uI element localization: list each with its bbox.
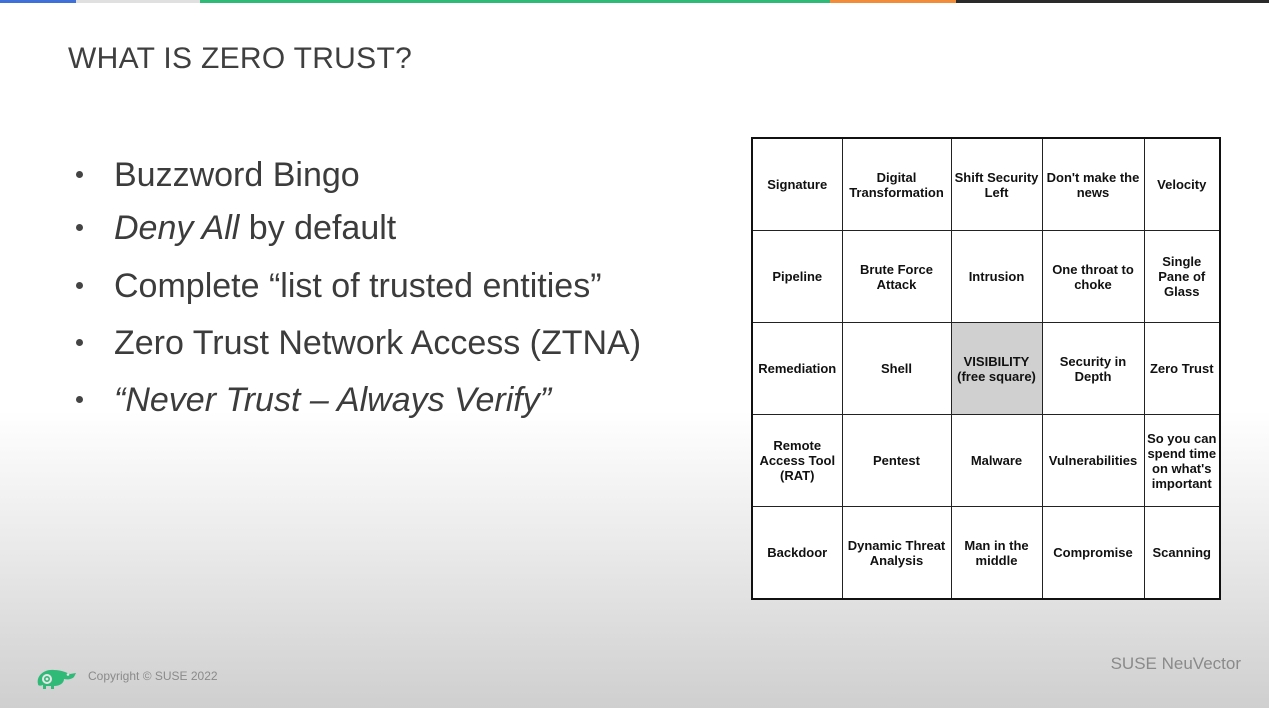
bingo-cell: Velocity xyxy=(1143,137,1221,231)
bullet-emphasis: Deny All xyxy=(114,209,240,247)
bullet-dot xyxy=(76,396,83,403)
top-accent-bar xyxy=(0,0,1269,3)
bingo-cell: Pipeline xyxy=(751,230,843,323)
bingo-cell: Malware xyxy=(950,414,1043,507)
bullet-item: Zero Trust Network Access (ZTNA) xyxy=(76,326,641,360)
suse-chameleon-logo-icon xyxy=(37,669,76,689)
bullet-dot xyxy=(76,282,83,289)
accent-orange xyxy=(830,0,956,3)
bullet-text: by default xyxy=(239,209,397,247)
bingo-cell: Backdoor xyxy=(751,506,843,600)
bullet-item: Buzzword Bingo xyxy=(76,158,641,192)
bingo-cell: Vulnerabilities xyxy=(1041,414,1145,507)
bullet-text: Buzzword Bingo xyxy=(114,156,360,194)
bullet-list: Buzzword Bingo Deny All by default Compl… xyxy=(76,158,641,417)
bullet-text: Complete “list of trusted entities” xyxy=(114,267,602,305)
bingo-cell: Scanning xyxy=(1143,506,1221,600)
brand-name: SUSE NeuVector xyxy=(1110,654,1241,673)
accent-green xyxy=(200,0,830,3)
bullet-item: Complete “list of trusted entities” xyxy=(76,269,641,303)
slide-title: WHAT IS ZERO TRUST? xyxy=(68,42,413,75)
bullet-emphasis: “Never Trust – Always Verify” xyxy=(114,381,552,419)
bingo-cell: Shell xyxy=(841,322,952,415)
bullet-item: Deny All by default xyxy=(76,211,641,245)
accent-dark xyxy=(956,0,1269,3)
copyright-text: Copyright © SUSE 2022 xyxy=(88,669,218,683)
bullet-dot xyxy=(76,224,83,231)
bullet-text: Zero Trust Network Access (ZTNA) xyxy=(114,324,642,362)
bingo-cell: Remediation xyxy=(751,322,843,415)
bingo-cell: Compromise xyxy=(1041,506,1145,600)
bullet-dot xyxy=(76,339,83,346)
bingo-cell: Intrusion xyxy=(950,230,1043,323)
bingo-free-square: VISIBILITY(free square) xyxy=(950,322,1043,415)
bingo-cell: Pentest xyxy=(841,414,952,507)
accent-gray xyxy=(76,0,200,3)
bingo-cell: Signature xyxy=(751,137,843,231)
bingo-cell: Zero Trust xyxy=(1143,322,1221,415)
accent-blue xyxy=(0,0,76,3)
bullet-dot xyxy=(76,171,83,178)
bingo-row: Remediation Shell VISIBILITY(free square… xyxy=(751,322,1221,415)
bullet-item: “Never Trust – Always Verify” xyxy=(76,383,641,417)
